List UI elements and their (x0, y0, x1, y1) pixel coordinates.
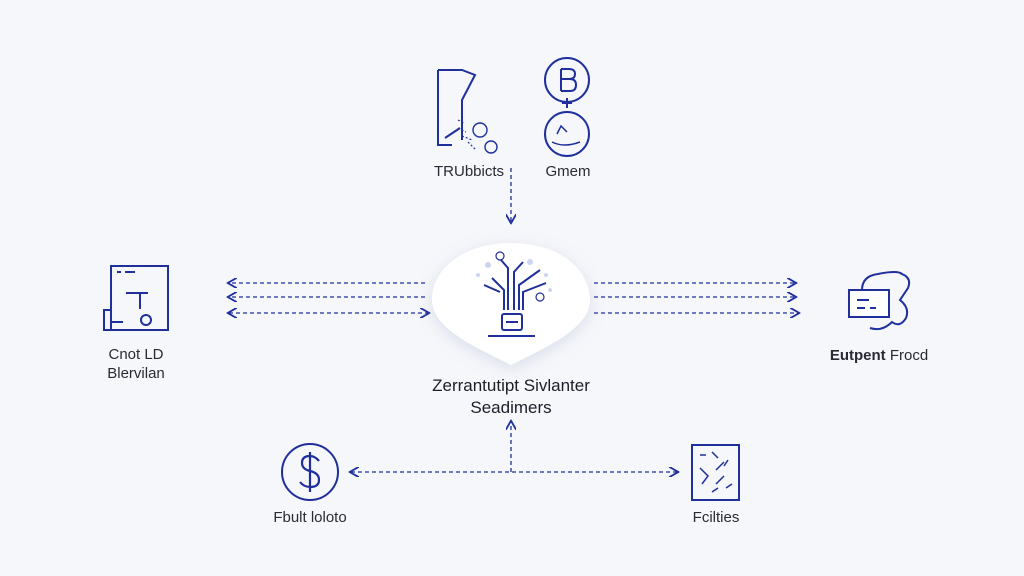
node-label-bottom-right: Fcilties (692, 509, 740, 526)
node-label-top-left: TRUbbicts (433, 163, 505, 180)
dollar-circle-icon (281, 443, 339, 501)
pattern-frame-icon (691, 444, 740, 501)
card-network-icon (848, 271, 911, 331)
document-coins-icon (437, 69, 498, 154)
center-node-label: Zerrantutipt Sivlanter Seadimers (432, 375, 590, 419)
center-label-line2: Seadimers (470, 398, 552, 417)
window-panel-icon (103, 265, 169, 331)
node-label-top-right: Gmem (545, 163, 591, 180)
left-label-line2: Blervilan (107, 365, 165, 382)
left-label-line1: Cnot LD (108, 346, 164, 363)
node-label-bottom-left: Fbult loloto (273, 509, 347, 526)
node-label-left: Cnot LD Blervilan (107, 345, 165, 383)
circuit-tree-icon (483, 251, 547, 337)
center-label-line1: Zerrantutipt Sivlanter (432, 376, 590, 395)
right-label-rest: Frocd (889, 347, 929, 364)
right-label-bold: Eutpent (829, 347, 886, 364)
bitcoin-hourglass-icon (544, 57, 590, 157)
center-node[interactable] (432, 243, 590, 365)
node-label-right: Eutpent Frocd (830, 346, 928, 365)
